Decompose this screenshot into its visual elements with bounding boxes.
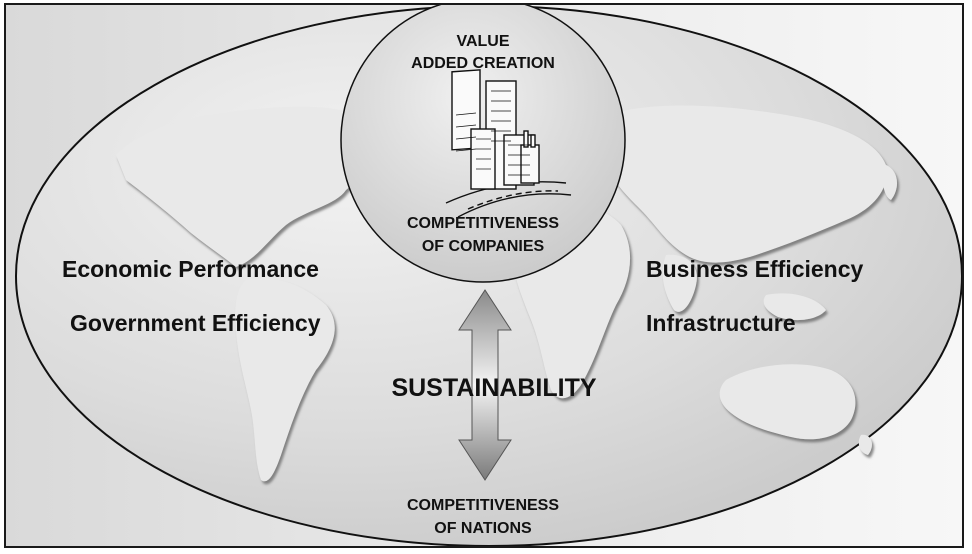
- companies-label-line1: COMPETITIVENESS: [406, 215, 560, 232]
- diagram-canvas: [15, 5, 962, 546]
- sustainability-label: SUSTAINABILITY: [391, 374, 597, 402]
- world-map: [116, 94, 898, 482]
- nations-label-line2: OF NATIONS: [434, 520, 532, 537]
- nations-label-line1: COMPETITIVENESS: [406, 497, 560, 514]
- value-title-line2: ADDED CREATION: [411, 55, 555, 72]
- diagram-frame: VALUE ADDED CREATION COMPETITIVENESS OF …: [4, 3, 964, 548]
- factor-economic-performance: Economic Performance: [62, 256, 319, 282]
- value-title-line1: VALUE: [456, 33, 510, 50]
- factor-business-efficiency: Business Efficiency: [646, 256, 864, 282]
- companies-label-line2: OF COMPANIES: [421, 238, 545, 255]
- factor-infrastructure: Infrastructure: [646, 310, 796, 336]
- sustainability-double-arrow: [458, 289, 512, 481]
- city-buildings-icon: [445, 69, 572, 218]
- factor-government-efficiency: Government Efficiency: [70, 310, 321, 336]
